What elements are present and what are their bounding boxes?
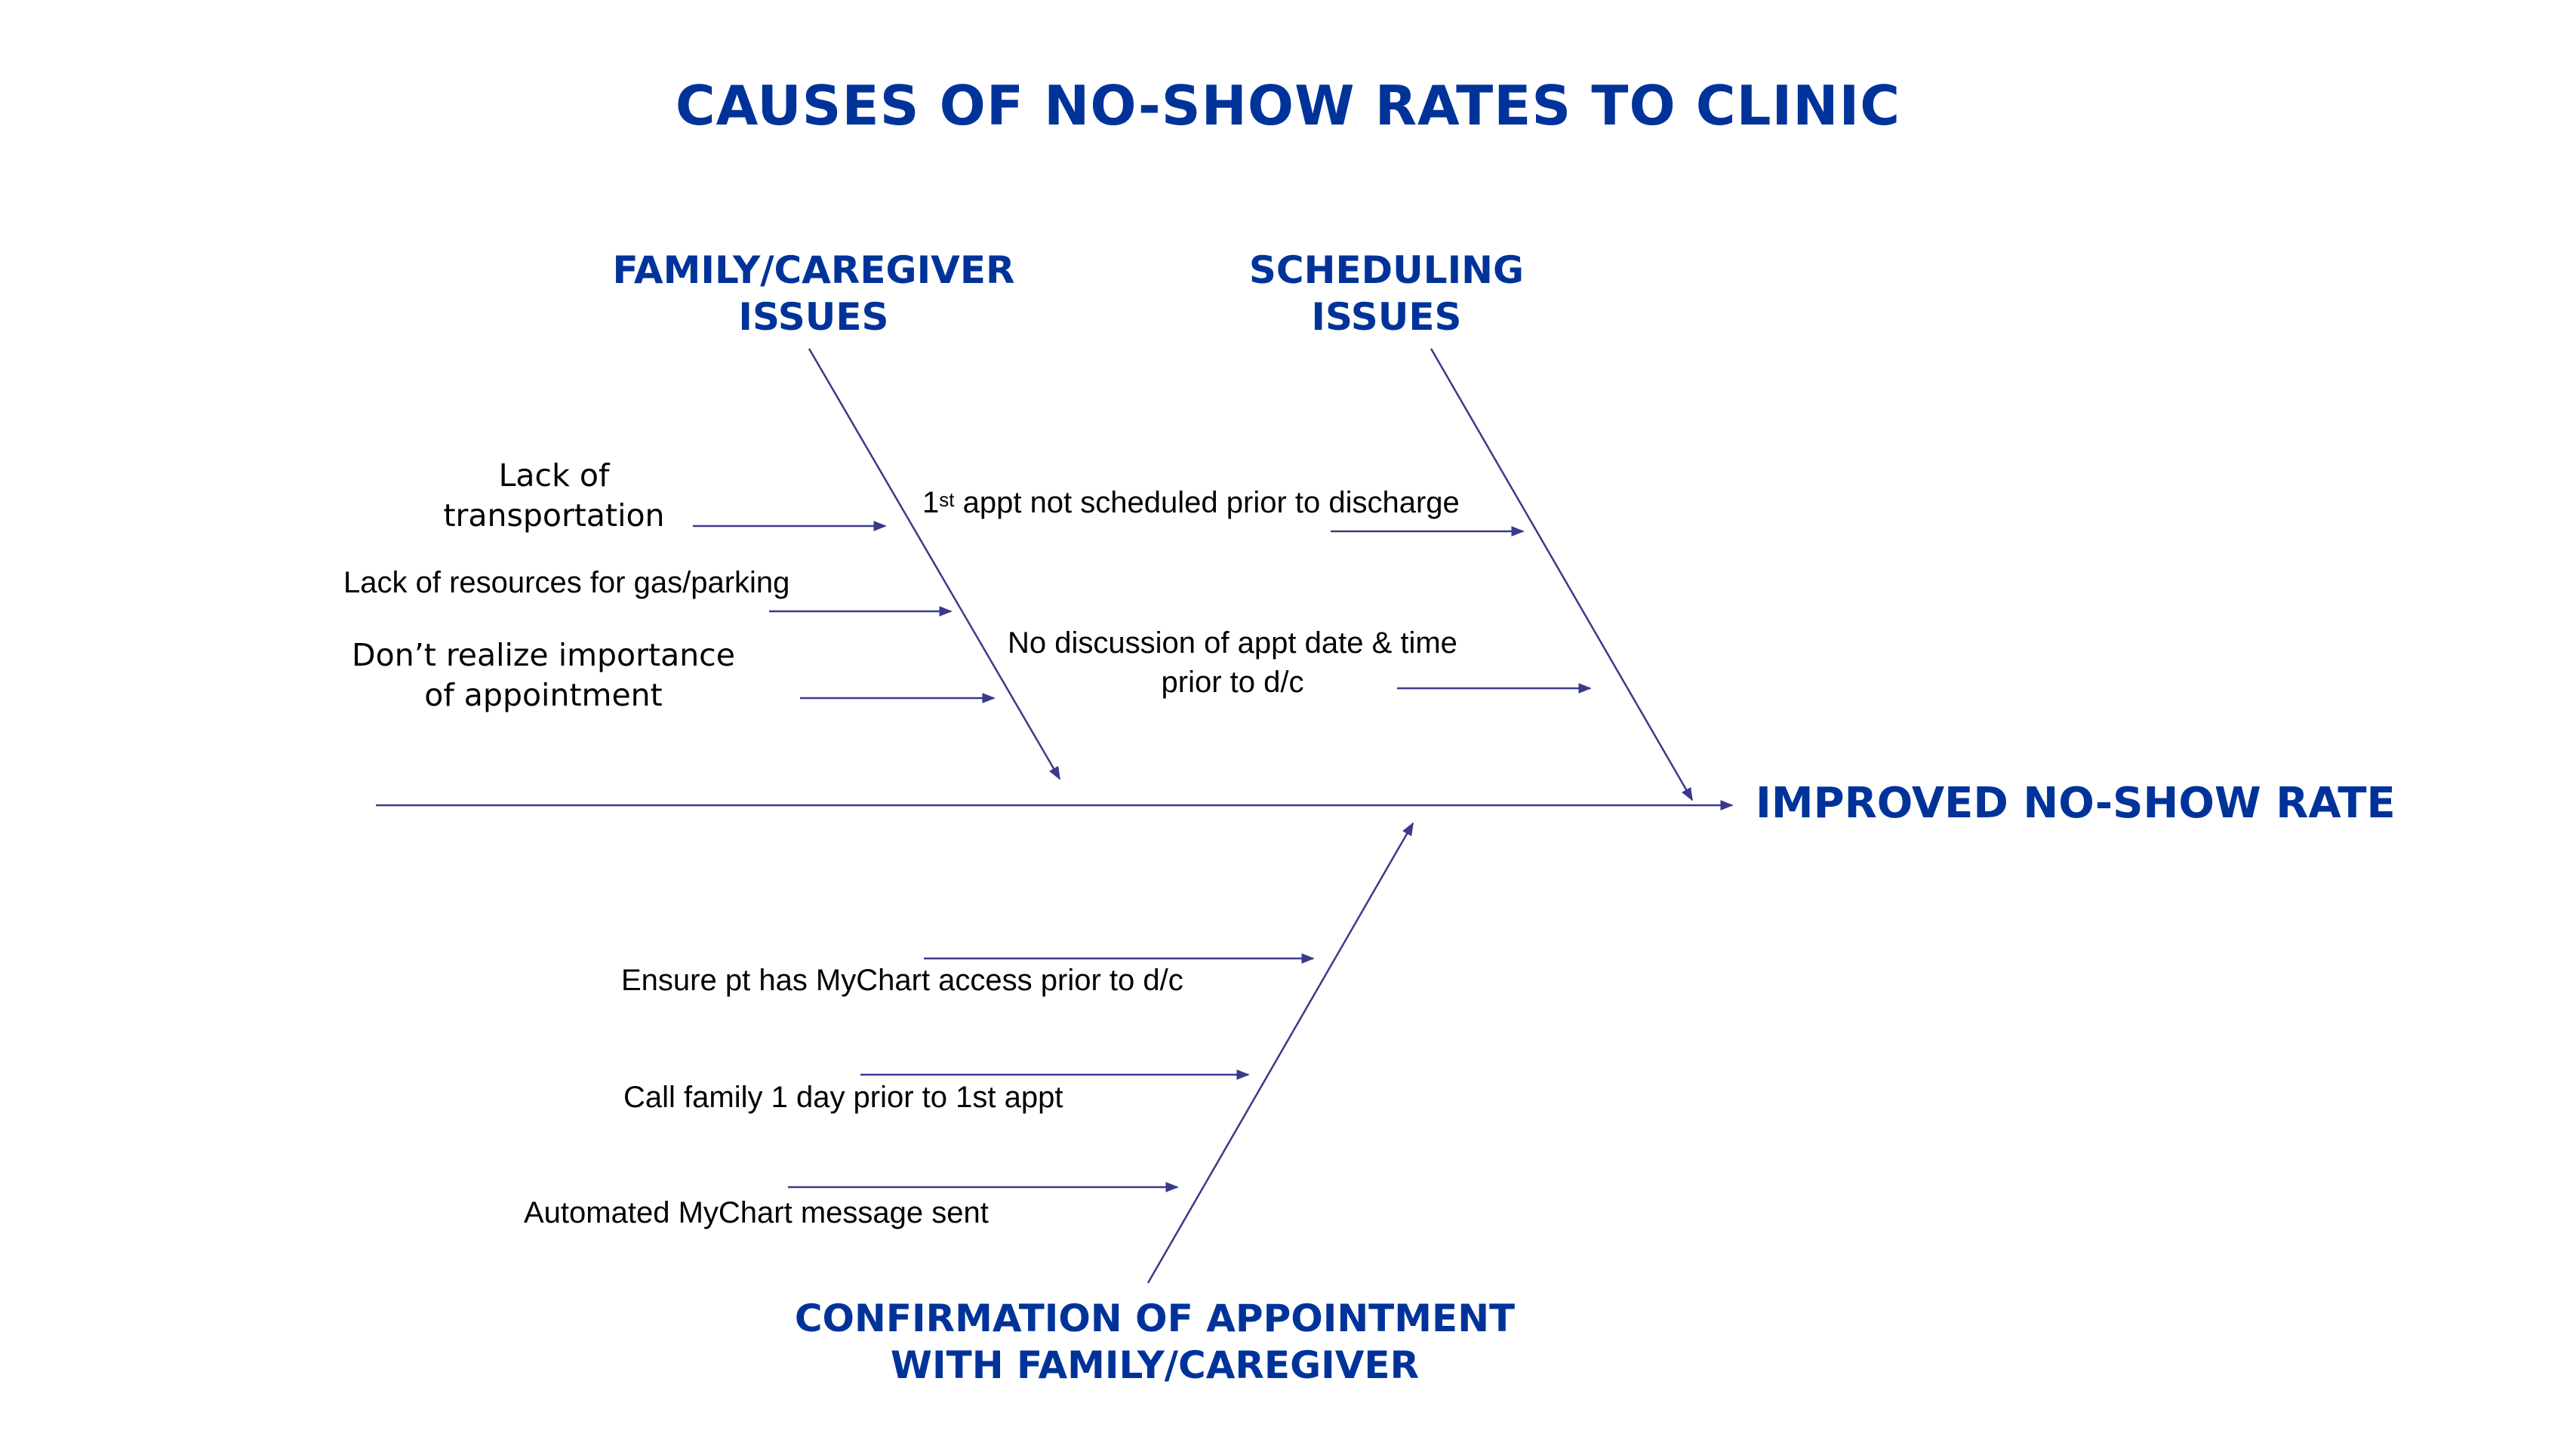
scheduling-bone [1430, 348, 1694, 801]
cause-no-discussion: No discussion of appt date & time prior … [968, 623, 1497, 702]
category-confirmation: CONFIRMATION OF APPOINTMENT WITH FAMILY/… [777, 1295, 1532, 1389]
category-confirmation-line1: CONFIRMATION OF APPOINTMENT [794, 1297, 1516, 1340]
cause-call-family: Call family 1 day prior to 1st appt [623, 1081, 1063, 1114]
cause-importance-line1: Don’t realize importance [352, 637, 735, 673]
cause-mychart-access: Ensure pt has MyChart access prior to d/… [621, 964, 1183, 997]
category-scheduling-line1: SCHEDULING [1248, 248, 1525, 292]
cause-lack-of-transportation: Lack of transportation [403, 456, 705, 536]
cause-transport-line1: Lack of [498, 457, 610, 494]
cause-first-appt-sup: st [939, 488, 955, 511]
category-family-line1: FAMILY/CAREGIVER [612, 248, 1015, 292]
cause-first-appt-rest: appt not scheduled prior to discharge [954, 486, 1460, 519]
category-family-line2: ISSUES [738, 295, 889, 339]
effect-label: IMPROVED NO-SHOW RATE [1756, 779, 2396, 828]
confirmation-bone [1146, 822, 1414, 1284]
cause-dont-realize-importance: Don’t realize importance of appointment [317, 635, 770, 715]
cause-first-appt-prefix: 1 [922, 486, 940, 519]
cause-importance-line2: of appointment [424, 677, 663, 713]
category-family: FAMILY/CAREGIVER ISSUES [587, 247, 1040, 340]
cause-automated-message: Automated MyChart message sent [524, 1196, 989, 1229]
cause-first-appt-not-scheduled: 1st appt not scheduled prior to discharg… [922, 483, 1460, 522]
cause-discussion-line2: prior to d/c [1161, 666, 1304, 699]
category-scheduling: SCHEDULING ISSUES [1198, 247, 1575, 340]
category-scheduling-line2: ISSUES [1311, 295, 1462, 339]
cause-discussion-line1: No discussion of appt date & time [1008, 626, 1457, 660]
page-title: CAUSES OF NO-SHOW RATES TO CLINIC [675, 74, 1901, 137]
category-confirmation-line2: WITH FAMILY/CAREGIVER [890, 1343, 1420, 1387]
cause-transport-line2: transportation [443, 497, 665, 534]
cause-lack-of-resources: Lack of resources for gas/parking [343, 566, 790, 599]
family-bone [808, 348, 1061, 780]
